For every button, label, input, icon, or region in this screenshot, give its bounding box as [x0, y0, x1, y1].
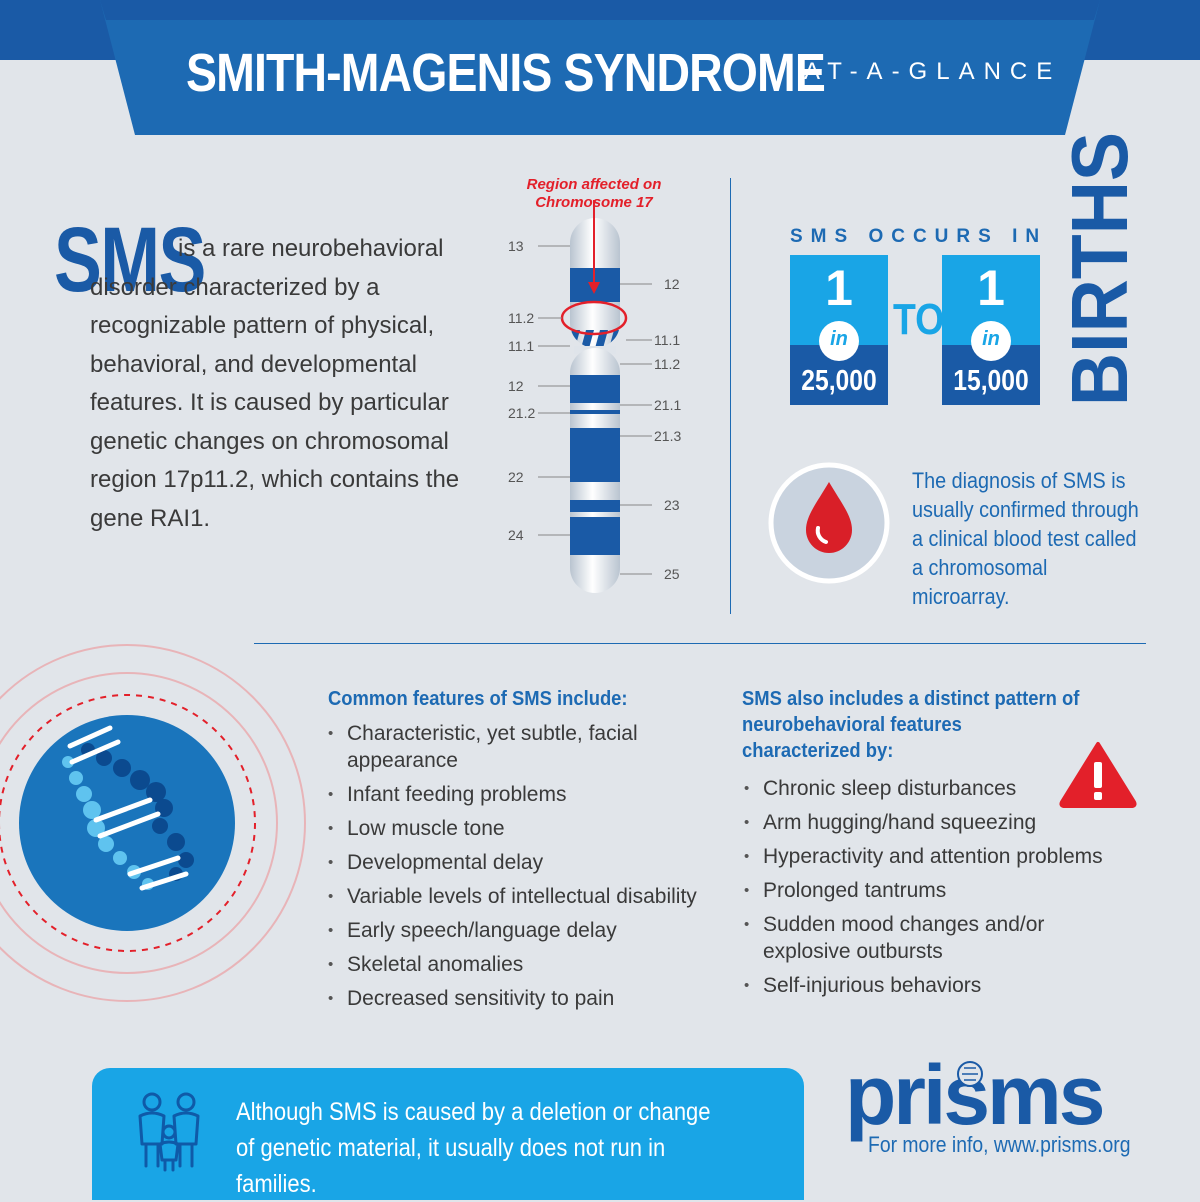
chr-label-right: 23	[664, 497, 680, 513]
chr-label-right: 11.1	[654, 332, 681, 348]
horizontal-divider	[254, 643, 1146, 644]
to-label: TO	[893, 295, 945, 344]
list-item: Hyperactivity and attention problems	[744, 843, 1144, 870]
list-item: Early speech/language delay	[328, 917, 728, 944]
occurs-heading: SMS OCCURS IN	[790, 226, 1048, 247]
stat-low-value: 25,000	[801, 365, 877, 397]
list-item: Decreased sensitivity to pain	[328, 985, 728, 1012]
blood-drop-icon	[768, 462, 890, 584]
page-title: SMITH-MAGENIS SYNDROME	[186, 43, 826, 103]
chr-label-right: 21.3	[654, 428, 682, 444]
list-item: Sudden mood changes and/or explosive out…	[744, 911, 1083, 965]
list-item: Prolonged tantrums	[744, 877, 1144, 904]
more-info-link[interactable]: For more info, www.prisms.org	[868, 1132, 1131, 1157]
stat-box-low: 1 in 25,000	[790, 255, 888, 405]
list-item: Characteristic, yet subtle, facial appea…	[328, 720, 728, 774]
chr-label-left: 21.2	[508, 405, 536, 421]
chr-label-left: 12	[508, 378, 524, 394]
prisms-logo-dna-icon	[957, 1061, 983, 1087]
chromosome-diagram	[538, 200, 652, 593]
stat-one: 1	[977, 260, 1005, 316]
chr-label-left: 11.1	[508, 338, 535, 354]
neuro-features-heading: SMS also includes a distinct pattern of …	[742, 688, 1080, 762]
chr-label-left: 24	[508, 527, 524, 543]
footer-note: Although SMS is caused by a deletion or …	[236, 1098, 711, 1198]
list-item: Self-injurious behaviors	[744, 972, 1144, 999]
vertical-divider	[730, 178, 731, 614]
dna-icon	[0, 644, 306, 1002]
diagnosis-text: The diagnosis of SMS is usually confirme…	[912, 468, 1139, 609]
common-features-heading: Common features of SMS include:	[328, 688, 628, 710]
intro-text: is a rare neurobehavioral disorder chara…	[90, 235, 460, 532]
list-item: Arm hugging/hand squeezing	[744, 809, 1144, 836]
chr-label-right: 25	[664, 566, 680, 582]
region-label-line1: Region affected on	[526, 176, 662, 193]
footer-note-box	[92, 1068, 804, 1200]
sms-acronym: SMS	[54, 209, 206, 311]
chr-label-left: 13	[508, 238, 524, 254]
family-icon	[138, 1092, 200, 1172]
stat-box-high: 1 in 15,000	[942, 255, 1040, 405]
list-item: Skeletal anomalies	[328, 951, 728, 978]
chr-label-right: 12	[664, 276, 680, 292]
births-label: BIRTHS	[1055, 132, 1144, 406]
in-badge: in	[971, 321, 1011, 361]
list-item: Developmental delay	[328, 849, 728, 876]
chr-label-left: 11.2	[508, 310, 535, 326]
list-item: Low muscle tone	[328, 815, 728, 842]
chr-label-right: 11.2	[654, 356, 681, 372]
stat-one: 1	[825, 260, 853, 316]
common-features-list: Characteristic, yet subtle, facial appea…	[328, 720, 728, 1019]
in-badge: in	[819, 321, 859, 361]
list-item: Chronic sleep disturbances	[744, 775, 1144, 802]
list-item: Variable levels of intellectual disabili…	[328, 883, 728, 910]
stat-high-value: 15,000	[953, 365, 1029, 397]
chr-label-right: 21.1	[654, 397, 682, 413]
neuro-features-list: Chronic sleep disturbances Arm hugging/h…	[744, 775, 1144, 1006]
page-subtitle: AT-A-GLANCE	[804, 58, 1062, 85]
header-banner	[0, 0, 1200, 135]
list-item: Infant feeding problems	[328, 781, 728, 808]
chr-label-left: 22	[508, 469, 524, 485]
